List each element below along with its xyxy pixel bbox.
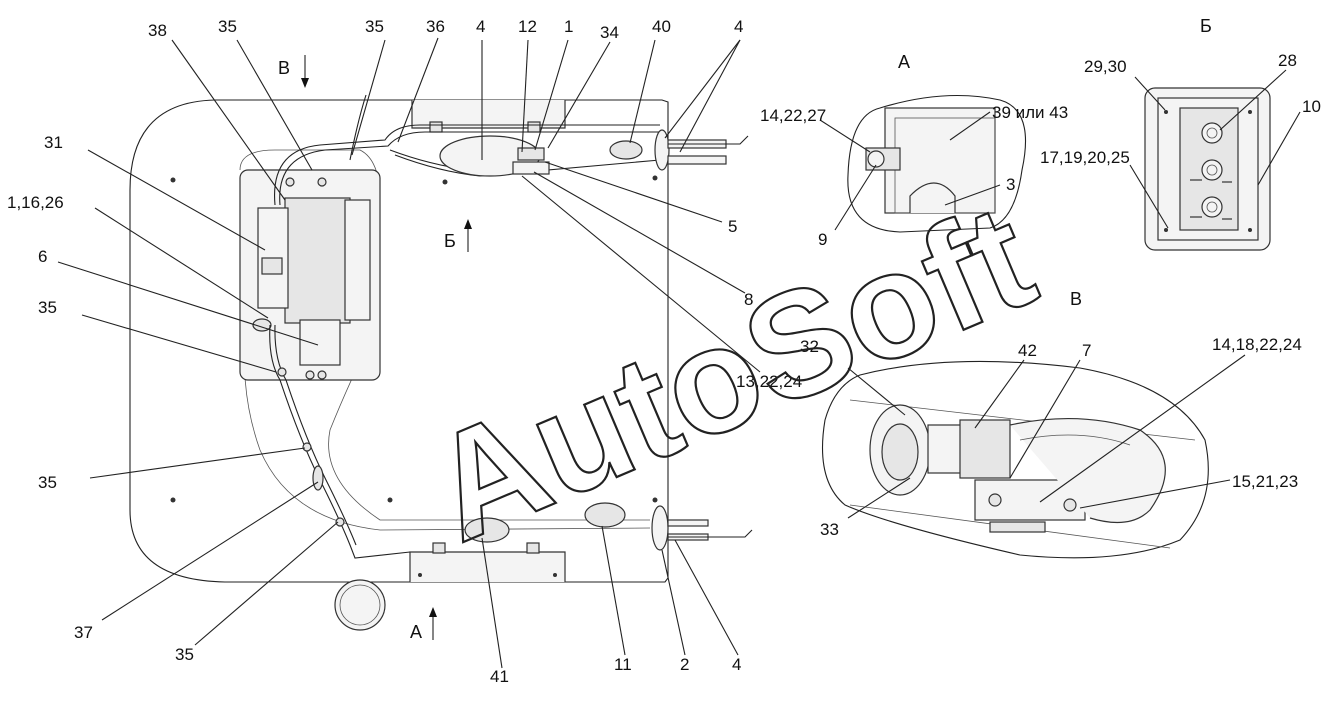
part-labels-main: 38 35 35 36 4 12 1 34 40 4 31 1,16,26 6 …	[7, 17, 802, 686]
leader-lines-main	[57, 37, 761, 669]
label-15-21-23: 15,21,23	[1232, 472, 1298, 491]
heater-unit	[239, 169, 381, 381]
label-28: 28	[1278, 51, 1297, 70]
view-letter-b: Б	[444, 231, 456, 251]
view-v-detail: В 32 42 7 14,18,22,24 15,21,23 33	[800, 289, 1302, 559]
label-38: 38	[148, 21, 167, 40]
label-36: 36	[426, 17, 445, 36]
label-11: 11	[614, 655, 632, 674]
label-14-18-22-24: 14,18,22,24	[1212, 335, 1302, 354]
label-12: 12	[518, 17, 537, 36]
label-14-22-27: 14,22,27	[760, 106, 826, 125]
view-b-detail: Б 29,30 28 10 17,19,20,25	[1040, 16, 1321, 251]
view-v-title: В	[1070, 289, 1082, 309]
label-13-22-24: 13,22,24	[736, 372, 802, 391]
label-1: 1	[564, 17, 573, 36]
label-2: 2	[680, 655, 689, 674]
hoses	[269, 94, 661, 559]
label-1-16-26: 1,16,26	[7, 193, 64, 212]
label-10: 10	[1302, 97, 1321, 116]
label-35-left: 35	[38, 298, 57, 317]
label-33: 33	[820, 520, 839, 539]
label-31: 31	[44, 133, 63, 152]
label-4-top-right: 4	[734, 17, 743, 36]
label-35-top-left: 35	[218, 17, 237, 36]
label-4-top: 4	[476, 17, 485, 36]
bottom-pipe-connectors	[464, 502, 753, 551]
label-37: 37	[74, 623, 93, 642]
base-plate	[129, 99, 669, 583]
label-35-left-lower: 35	[38, 473, 57, 492]
view-a-detail: А 14,22,27 39 или 43 3 9	[760, 52, 1068, 249]
label-9: 9	[818, 230, 827, 249]
label-7: 7	[1082, 341, 1091, 360]
label-35-bottom: 35	[175, 645, 194, 664]
label-4-bottom: 4	[732, 655, 741, 674]
label-42: 42	[1018, 341, 1037, 360]
label-40: 40	[652, 17, 671, 36]
label-5: 5	[728, 217, 737, 236]
top-bracket	[411, 100, 566, 133]
label-17-19-20-25: 17,19,20,25	[1040, 148, 1130, 167]
label-35-top: 35	[365, 17, 384, 36]
label-41: 41	[490, 667, 509, 686]
label-32: 32	[800, 337, 819, 356]
view-letter-a: А	[410, 622, 422, 642]
label-6: 6	[38, 247, 47, 266]
label-3: 3	[1006, 175, 1015, 194]
view-a-title: А	[898, 52, 910, 72]
view-arrows	[301, 55, 472, 640]
bottom-bracket	[409, 542, 566, 582]
label-29-30: 29,30	[1084, 57, 1127, 76]
round-cap	[334, 579, 386, 631]
top-pipe-connectors	[439, 129, 749, 177]
view-letter-v: В	[278, 58, 290, 78]
view-b-title: Б	[1200, 16, 1212, 36]
label-34: 34	[600, 23, 619, 42]
label-39-or-43: 39 или 43	[992, 103, 1068, 122]
label-8: 8	[744, 290, 753, 309]
